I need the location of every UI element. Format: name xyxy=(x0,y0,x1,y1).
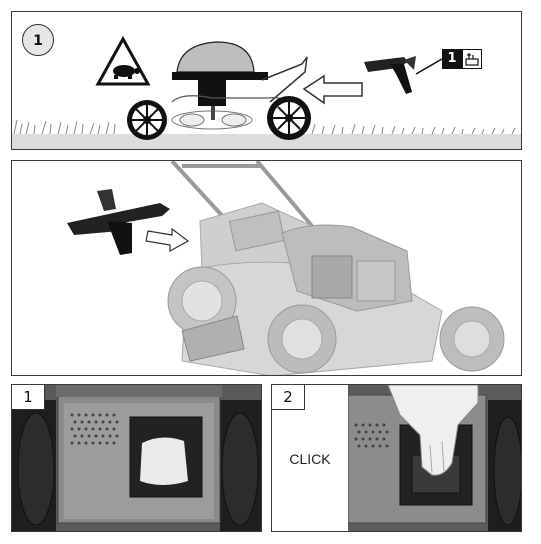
front-wheel xyxy=(267,96,311,140)
rear-opening-panel: 1 xyxy=(11,384,262,532)
mower-perspective-panel xyxy=(11,160,522,376)
mulching-plug-icon xyxy=(67,189,170,255)
insert-arrow xyxy=(302,74,363,105)
mulching-plug-icon xyxy=(364,56,416,94)
mower-side-view-panel: 1 xyxy=(11,11,522,150)
insert-click-photo xyxy=(348,385,521,531)
mower-perspective-illustration xyxy=(67,161,505,375)
click-caption: CLICK xyxy=(289,451,331,467)
slow-speed-turtle-icon xyxy=(95,35,151,86)
step-number-box: 1 xyxy=(12,385,45,410)
rear-wheel xyxy=(127,100,167,140)
step-number-badge: 1 xyxy=(22,24,54,56)
reference-number-label: 1 xyxy=(442,49,462,69)
insert-arrow xyxy=(145,227,190,253)
mower-side-illustration xyxy=(12,35,521,149)
mulching-kit-icon xyxy=(462,49,482,69)
step-number-box: 2 xyxy=(272,385,305,410)
rear-opening-photo xyxy=(12,385,261,531)
insert-click-panel: CLICK 2 xyxy=(271,384,522,532)
